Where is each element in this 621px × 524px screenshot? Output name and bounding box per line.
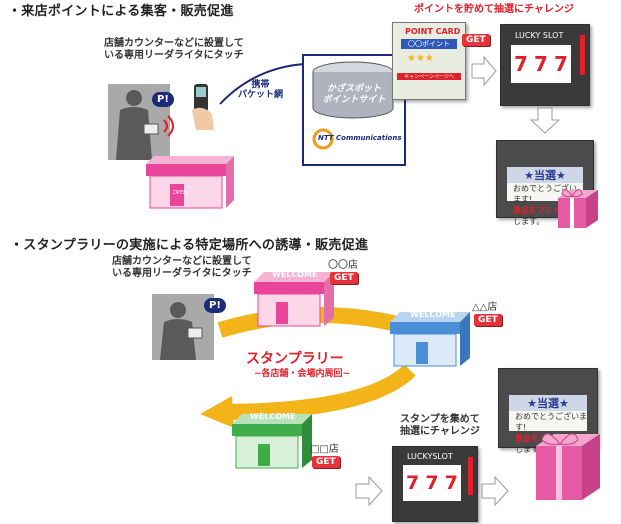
slot2-reel-1: 7: [406, 472, 420, 494]
section2-caption-line1: 店舗カウンターなどに設置して: [112, 256, 252, 267]
section1-person-scene: [108, 84, 174, 160]
section1-shop: [146, 156, 234, 209]
section1-gift-icon: [558, 189, 598, 228]
person-head: [126, 90, 142, 106]
point-card-title: POINT CARD: [405, 27, 461, 36]
person-bubble: P!: [152, 92, 174, 107]
section1-win-line1: おめでとうございます!: [513, 184, 577, 204]
shop-b-get-badge: GET: [474, 314, 502, 326]
mobile-phone-icon: [192, 84, 214, 130]
shop-a-get-badge: GET: [330, 272, 358, 284]
shop-b: [390, 312, 470, 367]
ntt-label: NTT Communications: [318, 134, 402, 142]
shop-a-sign: WELCOME: [272, 270, 318, 279]
phone-in-hand: [143, 123, 159, 135]
slot2-reel-3: 7: [444, 472, 458, 494]
challenge-caption: スタンプを集めて 抽選にチャレンジ: [400, 414, 480, 438]
section2-title: ・スタンプラリーの実施による特定場所への誘導・販売促進: [10, 238, 369, 253]
shop-c-label: □□店: [310, 444, 339, 455]
section1-slot-title: LUCKY SLOT: [515, 31, 564, 40]
point-card-campaign-link[interactable]: キャンペーンページへ: [397, 73, 461, 80]
challenge-caption-line1: スタンプを集めて: [400, 414, 480, 425]
server-label-line1: かざスポット: [326, 84, 381, 94]
stamp-rally-title: スタンプラリー: [246, 351, 344, 367]
section2-win-line3: します。: [515, 445, 547, 454]
person-body: [116, 107, 152, 160]
section2-win-line1: おめでとうございます!: [515, 412, 587, 432]
section1-get-badge: GET: [462, 34, 490, 46]
ntt-logo-icon: [312, 128, 334, 150]
slot-reel-2: 7: [534, 52, 548, 76]
section2-slot-reels: 7 7 7: [403, 465, 461, 501]
stamp-rally-subtitle: ~各店舗・会場内周回~: [254, 369, 351, 379]
section1-caption: 店舗カウンターなどに設置して いる専用リーダライタにタッチ: [104, 38, 244, 62]
section1-shop-sign: WELCOME: [170, 149, 216, 158]
shop-b-label: △△店: [472, 302, 498, 313]
shop-c: [232, 414, 312, 469]
shop-a-label: 〇〇店: [328, 260, 358, 271]
section2-caption: 店舗カウンターなどに設置して いる専用リーダライタにタッチ: [112, 256, 252, 280]
mobile-network-label-line2: パケット網: [238, 90, 284, 100]
section1-caption-line1: 店舗カウンターなどに設置して: [104, 38, 244, 49]
mobile-network-label-line1: 携帯: [251, 80, 270, 90]
mobile-network-label: 携帯 パケット網: [238, 80, 283, 100]
slot-reel-3: 7: [554, 52, 568, 76]
server-label-line2: ポイントサイト: [322, 95, 386, 105]
section1-slot-reels: 7 7 7: [511, 45, 571, 83]
section1-win-line2: 景品をプレゼント: [513, 206, 577, 215]
section2-person-bubble: P!: [204, 298, 226, 313]
section2-caption-line2: いる専用リーダライタにタッチ: [112, 268, 252, 279]
section2-slot-machine: LUCKYSLOT 7 7 7: [392, 446, 478, 522]
shop-c-sign: WELCOME: [250, 412, 296, 421]
section2-win-title: ★当選★: [509, 395, 587, 411]
section2-slot-title: LUCKYSLOT: [407, 452, 453, 461]
arrow-down-icon: [530, 107, 560, 134]
section2-gift-icon: [536, 433, 600, 500]
section1-shop-door: OPEN: [173, 190, 187, 196]
point-card: POINT CARD 〇〇ポイント ★★★ キャンペーンページへ: [392, 22, 466, 100]
section1-title: ・来店ポイントによる集客・販売促進: [8, 4, 234, 19]
shop-c-get-badge: GET: [312, 456, 340, 468]
database-icon: [312, 61, 394, 119]
slot-lever[interactable]: [580, 35, 585, 75]
lottery-caption: ポイントを貯めて抽選にチャレンジ: [414, 4, 574, 15]
section1-win-title: ★当選★: [507, 167, 583, 183]
section1-win-line3: します。: [513, 217, 545, 226]
point-card-name: 〇〇ポイント: [401, 39, 457, 49]
arrow-right-icon-2: [355, 476, 383, 506]
section1-caption-line2: いる専用リーダライタにタッチ: [104, 50, 244, 61]
shop-a: [254, 272, 334, 327]
touch-waves-icon: [163, 115, 174, 137]
slot-reel-1: 7: [514, 52, 528, 76]
challenge-caption-line2: 抽選にチャレンジ: [400, 426, 480, 437]
section1-win-card: ★当選★ おめでとうございます! 景品をプレゼント します。: [496, 140, 594, 226]
slot2-lever[interactable]: [468, 457, 473, 495]
server-label: かざスポット ポイントサイト: [316, 84, 392, 106]
section2-person-scene: [152, 294, 214, 360]
arrow-right-icon-3: [481, 476, 509, 506]
section1-slot-machine: LUCKY SLOT 7 7 7: [500, 24, 590, 106]
slot2-reel-2: 7: [425, 472, 439, 494]
arrow-right-icon: [471, 56, 497, 86]
shop-b-sign: WELCOME: [410, 310, 456, 319]
point-card-stars: ★★★: [407, 53, 434, 64]
